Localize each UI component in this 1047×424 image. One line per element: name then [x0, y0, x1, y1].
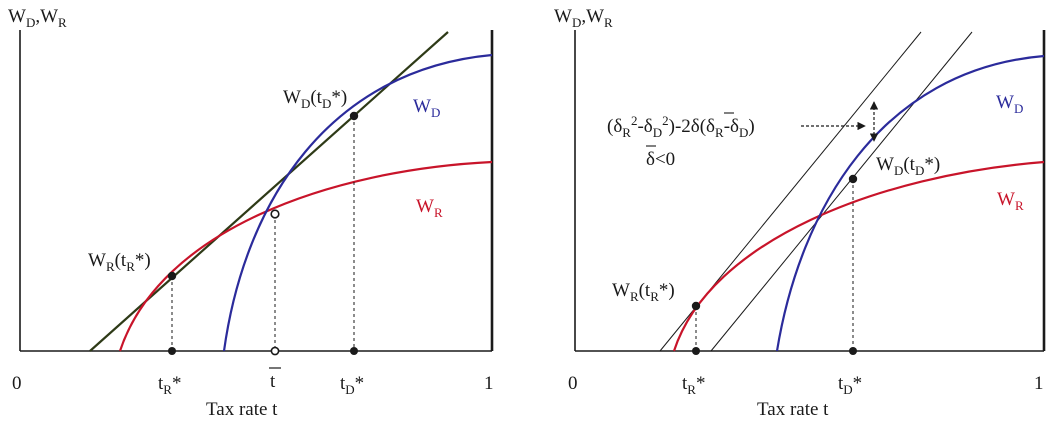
left-point-intersection — [270, 209, 280, 219]
right-one-label: 1 — [1034, 373, 1044, 394]
right-point-wr-label: WR(tR*) — [612, 280, 675, 304]
left-tick-dot-tr — [168, 347, 176, 355]
left-point-wd-label: WD(tD*) — [283, 87, 347, 111]
right-panel: WD,WR 0 1 tR* tD* Tax rate t WD WR WD(tD… — [554, 6, 1046, 420]
right-tick-dot-tr — [692, 347, 700, 355]
left-wr-label: WR — [416, 196, 443, 220]
right-wr-curve — [672, 160, 1045, 352]
left-wr-curve — [118, 160, 493, 352]
right-wd-curve — [775, 54, 1045, 352]
left-tick-td-label: tD* — [340, 373, 364, 397]
right-x-axis-title: Tax rate t — [757, 399, 829, 420]
right-origin-label: 0 — [568, 373, 578, 394]
right-tick-td-label: tD* — [838, 373, 862, 397]
right-wd-label: WD — [996, 92, 1023, 116]
right-y-axis-label: WD,WR — [554, 6, 613, 30]
right-gap-formula: (δR2-δD2)-2δ(δR-δD) — [607, 113, 755, 140]
left-wd-curve — [222, 53, 493, 352]
left-tick-tr-label: tR* — [158, 373, 181, 397]
left-wd-label: WD — [413, 96, 440, 120]
left-origin-label: 0 — [12, 373, 22, 394]
left-tick-tbar-label: t — [270, 371, 276, 392]
left-point-wd-td — [349, 111, 359, 121]
left-point-wr-label: WR(tR*) — [88, 250, 151, 274]
left-x-axis-title: Tax rate t — [206, 399, 278, 420]
right-line-through-wd — [710, 31, 973, 352]
left-point-wr-tr — [167, 271, 177, 281]
left-panel: WD,WR 0 1 tR* t tD* Tax rate t WD WR WD(… — [8, 6, 494, 420]
right-point-wr-tr — [691, 301, 701, 311]
left-tick-dot-td — [350, 347, 358, 355]
left-tick-dot-tbar — [270, 346, 280, 356]
right-wr-label: WR — [997, 189, 1024, 213]
right-condition-label: δ<0 — [646, 149, 675, 170]
right-point-wd-label: WD(tD*) — [876, 154, 940, 178]
right-tick-tr-label: tR* — [682, 373, 705, 397]
left-one-label: 1 — [484, 373, 494, 394]
right-point-wd-td — [848, 174, 858, 184]
left-y-axis-label: WD,WR — [8, 6, 67, 30]
right-tick-dot-td — [849, 347, 857, 355]
